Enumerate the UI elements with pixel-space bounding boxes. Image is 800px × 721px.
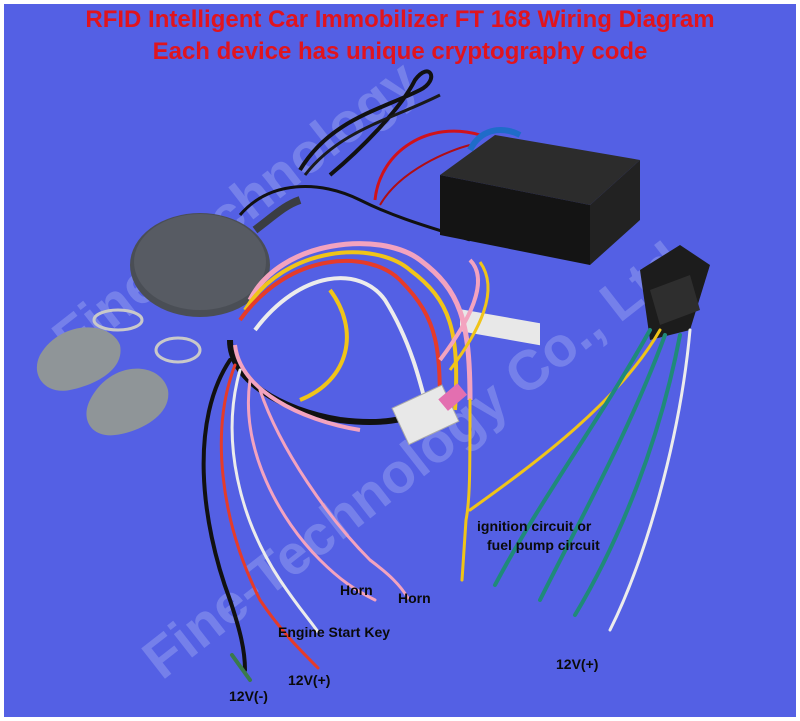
red-wire bbox=[379, 144, 471, 206]
antenna-cable bbox=[238, 185, 471, 242]
loose-wires bbox=[201, 328, 692, 682]
antenna-cable bbox=[303, 93, 441, 176]
label-engine-start-key: Engine Start Key bbox=[278, 624, 391, 640]
relay bbox=[640, 245, 710, 340]
blue-wire bbox=[467, 127, 522, 152]
diagram-subtitle: Each device has unique cryptography code bbox=[152, 38, 648, 65]
rfid-key-fob bbox=[86, 336, 202, 436]
label-12v-plus-right: 12V(+) bbox=[556, 656, 599, 672]
background-panel bbox=[4, 4, 796, 717]
antenna-cable bbox=[298, 69, 434, 177]
label-12v-plus-left: 12V(+) bbox=[288, 672, 331, 688]
label-12v-minus: 12V(-) bbox=[229, 688, 268, 704]
label-ignition-line2: fuel pump circuit bbox=[487, 537, 600, 553]
label-horn-left: Horn bbox=[340, 582, 373, 598]
label-ignition-line1: ignition circuit or bbox=[477, 518, 592, 534]
diagram-title: RFID Intelligent Car Immobilizer FT 168 … bbox=[85, 6, 715, 33]
rfid-key-fob bbox=[36, 308, 144, 391]
label-horn-right: Horn bbox=[398, 590, 431, 606]
red-wire bbox=[373, 129, 481, 201]
connector-plug bbox=[438, 383, 468, 411]
